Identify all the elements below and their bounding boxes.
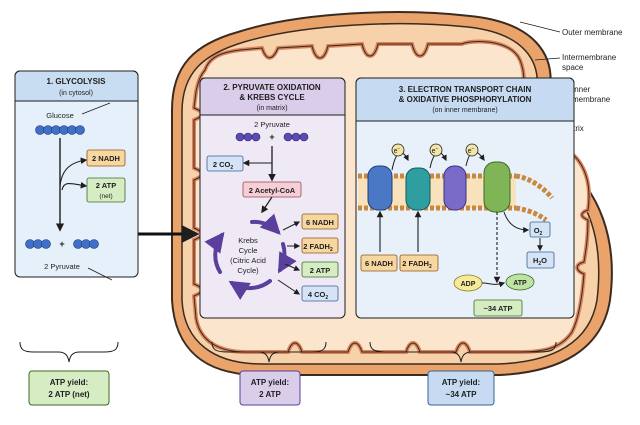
water-label: H2O [533, 256, 547, 267]
glycolysis-atp-box [86, 177, 126, 203]
glucose-molecule [35, 125, 85, 135]
pyruvate-molecules [25, 239, 99, 249]
etc-atp-total-label: ~34 ATP [484, 304, 513, 313]
complex-ii [405, 167, 431, 211]
etc-fadh-label: 2 FADH2 [402, 259, 432, 270]
krebs-fadh-box [301, 237, 339, 254]
etc-panel: 3. ELECTRON TRANSPORT CHAIN & OXIDATIVE … [355, 77, 575, 319]
inner-membrane-label: Inner [572, 85, 591, 94]
krebs-nadh-box [301, 213, 339, 230]
outer-membrane-label: Outer membrane [562, 28, 623, 37]
yield-glycolysis-line1: ATP yield: [50, 378, 88, 387]
complex-iii [443, 165, 467, 211]
glycolysis-subtitle: (in cytosol) [59, 90, 93, 97]
krebs-co2-label: 4 CO2 [308, 290, 329, 301]
yield-krebs-line1: ATP yield: [251, 378, 289, 387]
svg-text:membrane: membrane [572, 95, 611, 104]
pyruvate-co2-label: 2 CO2 [213, 160, 234, 171]
pyruvate-title-1: 2. PYRUVATE OXIDATION [223, 83, 321, 92]
svg-text:space: space [562, 63, 584, 72]
glycolysis-nadh-box [86, 149, 126, 167]
yield-glycolysis: ATP yield: 2 ATP (net) [28, 370, 110, 406]
adp-label: ADP [461, 281, 476, 288]
krebs-atp-label: 2 ATP [310, 266, 330, 275]
krebs-atp-box [301, 261, 339, 278]
yield-etc: ATP yield: ~34 ATP [427, 370, 495, 406]
etc-nadh-label: 6 NADH [365, 259, 393, 268]
etc-title-1: 3. ELECTRON TRANSPORT CHAIN [399, 85, 532, 94]
atp-badge [505, 273, 535, 291]
yield-krebs: ATP yield: 2 ATP [239, 370, 301, 406]
atp-branch-arrow [61, 181, 88, 191]
krebs-fadh-label: 2 FADH2 [303, 242, 333, 253]
yield-braces [19, 341, 557, 363]
etc-nadh-box [360, 254, 398, 272]
glycolysis-title: 1. GLYCOLYSIS [47, 77, 107, 86]
nadh-branch-arrow [59, 157, 88, 187]
krebs-label: Krebs [238, 236, 258, 245]
krebs-nadh-label: 6 NADH [306, 218, 334, 227]
yield-glycolysis-line2: 2 ATP (net) [48, 390, 90, 399]
pyruvate-co2-box [206, 155, 244, 172]
glycolysis-atp-label: 2 ATP [96, 181, 116, 190]
svg-text:(net): (net) [99, 193, 112, 200]
pyruvate-input-molecules [235, 132, 309, 142]
inner-membrane-outline [193, 40, 590, 353]
svg-text:(Citric Acid: (Citric Acid [230, 256, 266, 265]
krebs-co2-box [301, 285, 339, 302]
glycolysis-panel: 1. GLYCOLYSIS (in cytosol) Glucose 2 NAD… [14, 70, 139, 281]
water-box [526, 251, 555, 269]
svg-text:Cycle): Cycle) [237, 266, 259, 275]
pyruvate-title-2: & KREBS CYCLE [239, 93, 305, 102]
etc-fadh-box [399, 254, 439, 272]
yield-etc-line2: ~34 ATP [446, 390, 478, 399]
oxygen-label: O2 [534, 226, 543, 237]
glycolysis-pyruvate-label: 2 Pyruvate [44, 262, 80, 271]
oxygen-box [529, 221, 551, 238]
svg-text:+: + [269, 132, 274, 142]
krebs-cycle-arrows [204, 213, 297, 300]
atp-badge-label: ATP [513, 280, 527, 287]
svg-text:+: + [59, 239, 64, 249]
electron-2 [429, 143, 443, 157]
yield-etc-line1: ATP yield: [442, 378, 480, 387]
krebs-output-arrows [277, 221, 301, 295]
electron-flow: e− e− e− [391, 143, 485, 171]
svg-text:e−: e− [432, 146, 439, 155]
pyruvate-oxidation-panel: 2. PYRUVATE OXIDATION & KREBS CYCLE (in … [199, 77, 346, 319]
pyruvate-input-label: 2 Pyruvate [254, 120, 290, 129]
glucose-label: Glucose [46, 111, 74, 120]
etc-atp-total-box [473, 299, 523, 317]
acetyl-coa-label: 2 Acetyl-CoA [249, 186, 296, 195]
svg-text:Cycle: Cycle [239, 246, 258, 255]
electron-3 [465, 143, 479, 157]
glycolysis-nadh-label: 2 NADH [92, 154, 120, 163]
yield-krebs-line2: 2 ATP [259, 390, 281, 399]
intermembrane-label: Intermembrane [562, 53, 617, 62]
complex-i [367, 165, 393, 211]
svg-text:e−: e− [468, 146, 475, 155]
complex-iv [483, 161, 511, 213]
svg-text:e−: e− [394, 146, 401, 155]
etc-title-2: & OXIDATIVE PHOSPHORYLATION [399, 95, 532, 104]
etc-subtitle: (on inner membrane) [432, 107, 497, 114]
pyruvate-subtitle: (in matrix) [256, 105, 287, 112]
electron-1 [391, 143, 405, 157]
